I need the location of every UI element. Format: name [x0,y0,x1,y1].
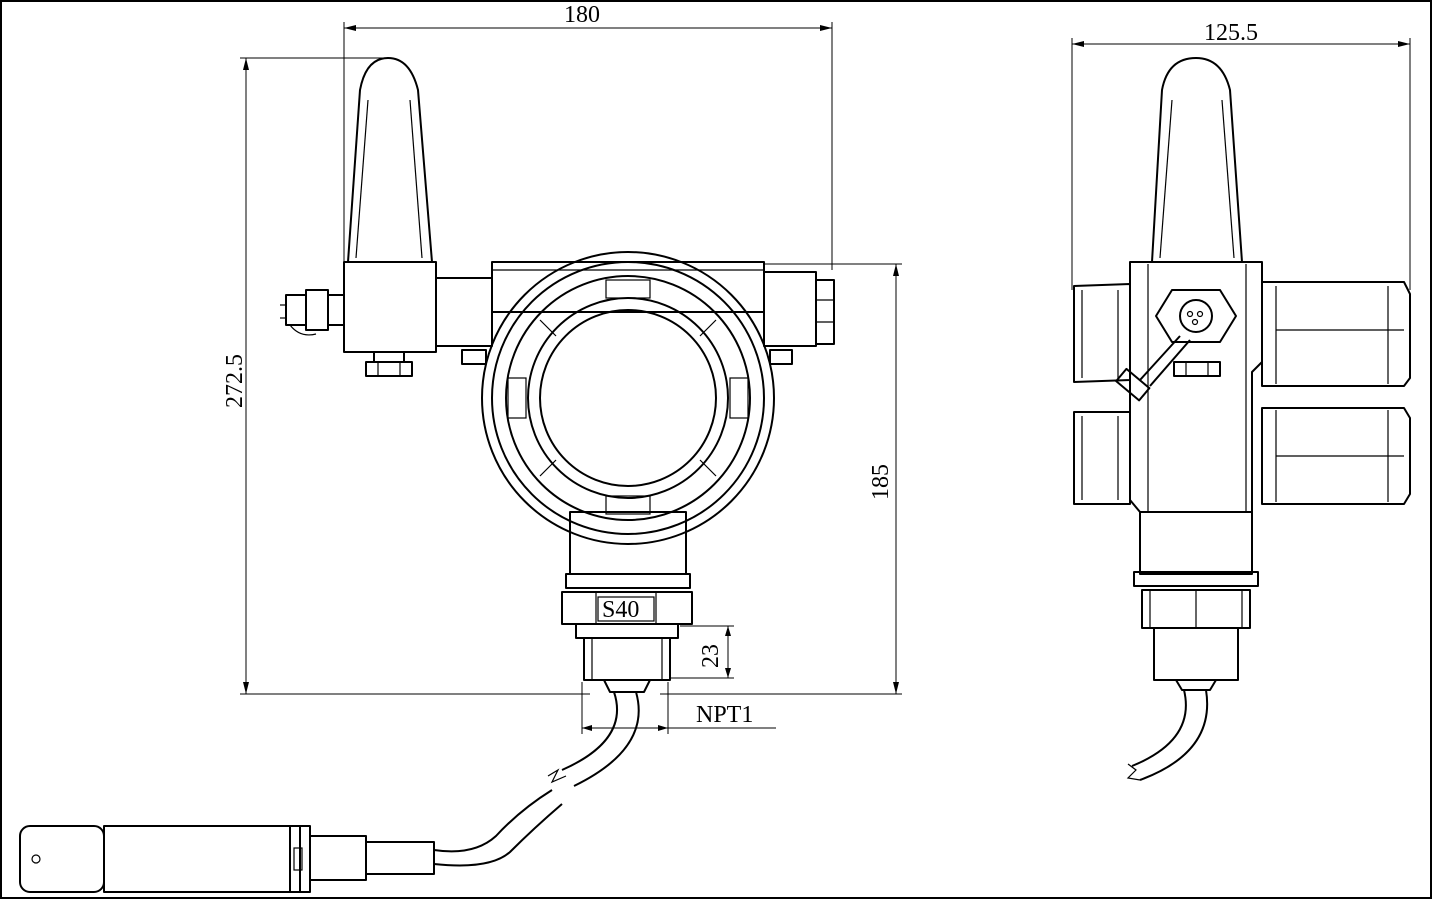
antenna-side [1151,57,1243,263]
dim-thread-length: 23 [698,644,724,668]
cable-break-mark [547,768,567,784]
antenna-front [343,57,437,353]
side-view: 125.5 [1071,20,1411,781]
submersible-probe [19,825,435,893]
threaded-section [575,623,679,693]
side-cable-2 [1139,689,1209,781]
hex-nut: S40 [561,591,693,625]
side-covers [1073,281,1411,505]
dim-height-total: 272.5 [222,354,248,408]
neck-collar [565,573,691,589]
cable-upper-2 [573,691,640,787]
side-cable [1131,689,1187,767]
side-neck [1139,511,1253,575]
dim-width-front: 180 [564,2,600,28]
display-cover [481,251,775,545]
side-thread [1153,627,1239,681]
wrench-size-label: S40 [602,597,639,623]
cable-upper [561,691,619,771]
side-hex-nut [1141,589,1251,629]
thread-type-label: NPT1 [696,702,753,728]
connecting-tube [435,277,493,347]
cable-lower-2 [433,803,563,867]
bottom-plug-left [365,351,413,377]
side-connector [280,289,345,336]
cable-lower [433,789,553,853]
dim-height-body: 185 [868,464,894,500]
side-neck-collar [1133,571,1259,587]
side-housing [1115,261,1263,513]
front-view: S40 180 [19,2,902,893]
dim-width-side: 125.5 [1204,20,1258,46]
